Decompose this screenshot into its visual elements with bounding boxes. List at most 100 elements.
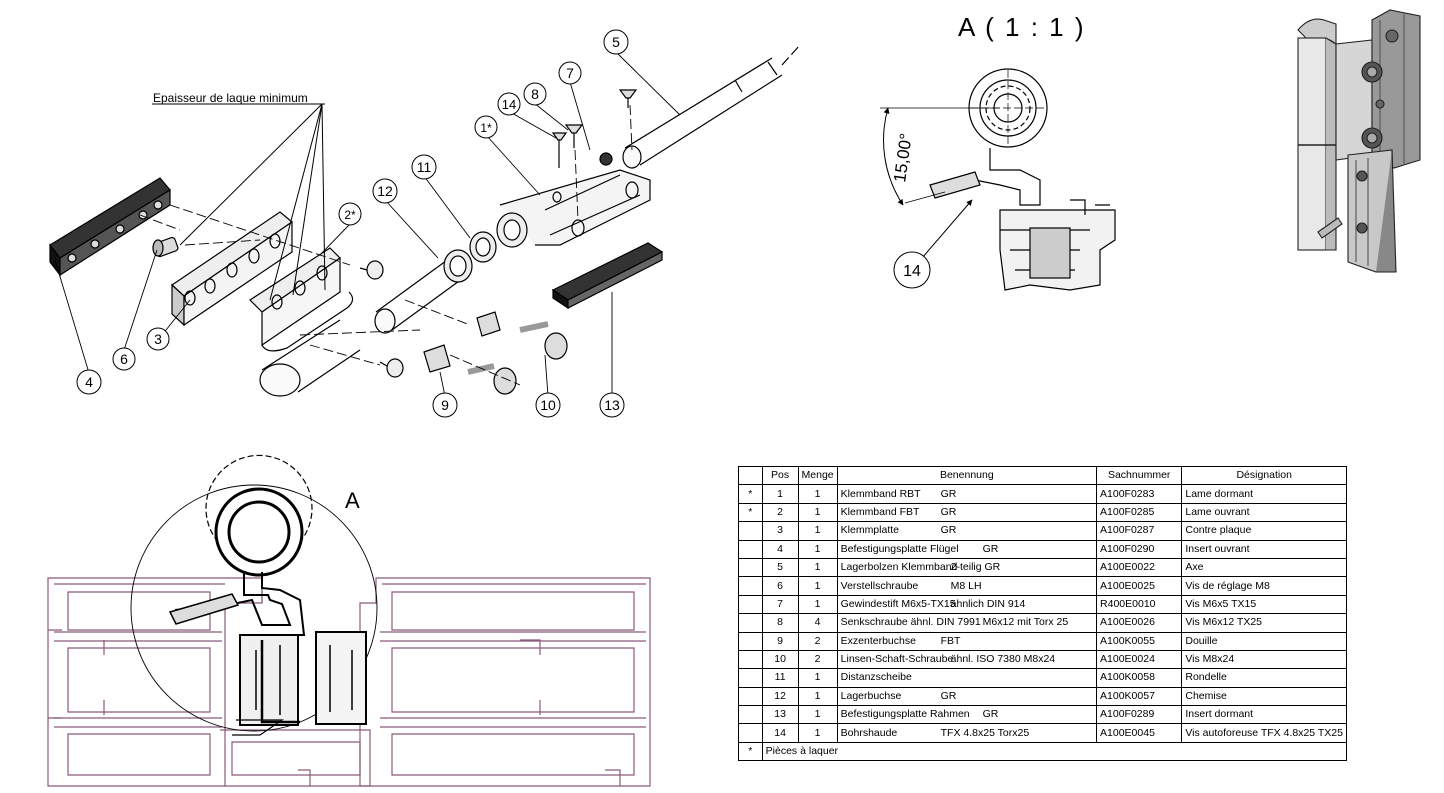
bom-cell-designation: Vis de réglage M8	[1181, 576, 1347, 596]
bom-cell-star	[738, 705, 763, 725]
bom-cell-benennung: Gewindestift M6x5-TX15ähnlich DIN 914	[836, 594, 1098, 615]
bom-cell-menge: 1	[797, 521, 838, 541]
bom-cell-pos: 9	[761, 631, 799, 651]
balloon-label-10: 10	[540, 397, 556, 413]
balloon-label-7: 7	[566, 65, 574, 81]
bom-cell-designation: Chemise	[1181, 686, 1347, 707]
balloon-10	[535, 392, 561, 418]
bom-cell-pos: 12	[761, 686, 799, 707]
bom-cell-menge: 1	[797, 502, 838, 523]
balloon-label-1: 1*	[480, 121, 492, 135]
bom-cell-star	[738, 557, 763, 578]
bom-cell-menge: 2	[797, 649, 838, 670]
bom-cell-menge: 4	[797, 613, 838, 633]
part-12-chemise	[374, 249, 473, 334]
balloon-label-8: 8	[531, 86, 539, 102]
part-10-vis-m8	[467, 321, 568, 395]
part-3-clamp-plate	[171, 211, 293, 327]
bom-footnote-star: *	[738, 741, 763, 762]
bom-cell-benennung: Lagerbolzen Klemmband2-teilig GR	[836, 557, 1098, 578]
bom-cell-pos: 13	[761, 705, 799, 725]
bom-cell-menge: 1	[797, 723, 838, 743]
bom-cell-menge: 1	[797, 594, 838, 615]
balloon-label-6: 6	[120, 351, 128, 367]
bom-part-material: TFX 4.8x25 Torx25	[940, 726, 1030, 739]
hinge-section	[168, 454, 367, 736]
bom-cell-menge: 1	[797, 576, 838, 596]
bom-cell-designation: Rondelle	[1181, 668, 1347, 688]
bom-cell-pos: 8	[761, 613, 799, 633]
bom-cell-sachnummer: A100F0283	[1096, 484, 1183, 504]
part-11-rondelle	[469, 231, 497, 263]
angle-dimension: 15,00°	[890, 132, 916, 184]
bom-cell-designation: Douille	[1181, 631, 1347, 651]
balloon-label-2: 2*	[344, 208, 356, 222]
balloon-12	[372, 178, 398, 204]
bom-part-name: Linsen-Schaft-Schraube	[840, 653, 954, 666]
balloon-label-3: 3	[154, 331, 162, 347]
balloon-1	[474, 115, 498, 139]
part-5-axe	[622, 44, 801, 169]
bom-cell-pos: 10	[761, 649, 799, 670]
detail-view-a	[880, 68, 1116, 291]
bom-part-material: M8 LH	[950, 579, 982, 592]
bom-cell-star	[738, 649, 763, 670]
bom-header-benennung: Benennung	[836, 465, 1098, 486]
bom-header-sachnummer: Sachnummer	[1096, 465, 1183, 486]
bom-cell-pos: 2	[761, 502, 799, 523]
balloon-label-13: 13	[604, 397, 620, 413]
bom-part-material: FBT	[940, 634, 961, 647]
balloon-8	[523, 82, 547, 106]
bom-cell-star	[738, 686, 763, 707]
part-6-adjust-screw	[152, 236, 179, 258]
bom-part-name: Klemmband FBT	[840, 505, 920, 518]
bom-cell-pos: 1	[761, 484, 799, 504]
bom-cell-menge: 2	[797, 631, 838, 651]
bom-cell-sachnummer: A100E0045	[1096, 723, 1183, 743]
balloons	[76, 29, 931, 418]
balloon-label-5: 5	[612, 34, 620, 50]
bom-part-material: ähnl. ISO 7380 M8x24	[950, 653, 1056, 666]
bom-part-name: Klemmplatte	[840, 524, 899, 537]
bom-part-name: Verstellschraube	[840, 579, 919, 592]
bom-footnote-text: Pièces à laquer	[762, 741, 1348, 762]
bom-cell-designation: Contre plaque	[1181, 521, 1347, 541]
bom-cell-star	[738, 576, 763, 596]
section-view	[47, 454, 651, 787]
bom-part-material: GR	[982, 708, 999, 721]
balloon-label-12: 12	[377, 183, 393, 199]
part-9-douille	[423, 311, 501, 373]
bom-cell-sachnummer: A100E0025	[1096, 576, 1183, 596]
bom-part-name: Bohrshaude	[840, 726, 898, 739]
bom-cell-star: *	[738, 502, 763, 523]
bom-cell-star: *	[738, 484, 763, 504]
bill-of-materials: Pos Menge Benennung Sachnummer Désignati…	[738, 465, 1348, 762]
balloon-7	[558, 61, 582, 85]
bom-cell-menge: 1	[797, 557, 838, 578]
bom-cell-designation: Insert ouvrant	[1181, 539, 1347, 559]
bom-cell-designation: Lame dormant	[1181, 484, 1347, 504]
balloon-4	[76, 369, 102, 395]
bom-cell-pos: 6	[761, 576, 799, 596]
balloon-label-14-top: 14	[502, 97, 516, 112]
balloon-13	[599, 392, 625, 418]
balloon-leaders	[54, 51, 681, 397]
bom-cell-sachnummer: A100K0057	[1096, 686, 1183, 707]
bom-cell-pos: 4	[761, 539, 799, 559]
